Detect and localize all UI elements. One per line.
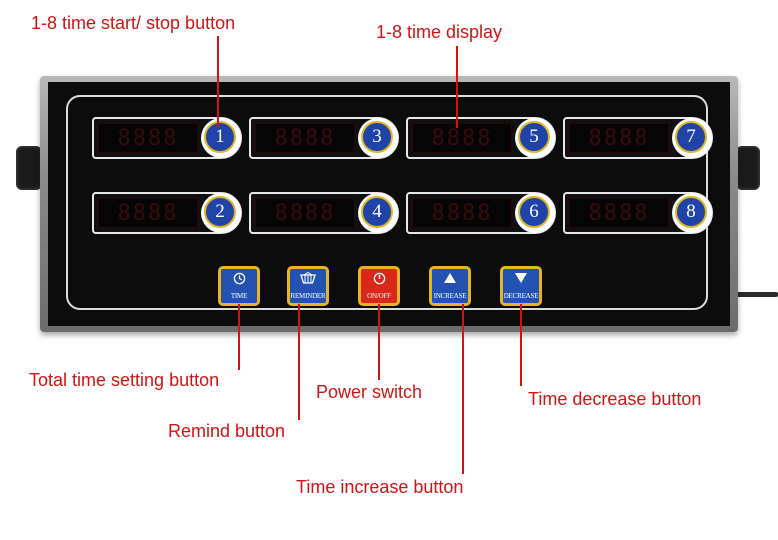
leader-line-remind xyxy=(298,304,300,420)
time-display-8: 8888 xyxy=(569,198,669,228)
clock-icon xyxy=(221,272,257,289)
onoff-button-label: ON/OFF xyxy=(367,292,391,300)
callout-total-time: Total time setting button xyxy=(29,370,220,390)
left-knob xyxy=(16,146,42,190)
time-display-7: 8888 xyxy=(569,123,669,153)
increase-button-label: INCREASE xyxy=(433,292,467,300)
start-stop-button-2[interactable]: 2 xyxy=(201,193,241,233)
leader-line-start-stop xyxy=(217,36,219,128)
reminder-button-label: REMINDER xyxy=(290,292,326,300)
timer-channel-5: 8888 5 xyxy=(406,117,556,159)
channel-number-6: 6 xyxy=(518,196,550,228)
start-stop-button-8[interactable]: 8 xyxy=(672,193,712,233)
basket-icon xyxy=(290,271,326,288)
timer-channel-4: 8888 4 xyxy=(249,192,399,234)
timer-channel-3: 8888 3 xyxy=(249,117,399,159)
right-knob xyxy=(736,146,760,190)
channel-number-8: 8 xyxy=(675,196,707,228)
decrease-button[interactable]: DECREASE xyxy=(500,266,542,306)
time-display-4: 8888 xyxy=(255,198,355,228)
onoff-button[interactable]: ON/OFF xyxy=(358,266,400,306)
time-display-6: 8888 xyxy=(412,198,512,228)
timer-channel-7: 8888 7 xyxy=(563,117,713,159)
time-button[interactable]: TIME xyxy=(218,266,260,306)
callout-remind: Remind button xyxy=(168,421,286,441)
decrease-button-label: DECREASE xyxy=(503,292,539,300)
triangle-down-icon xyxy=(503,272,539,288)
leader-line-decrease xyxy=(520,304,522,386)
leader-line-power xyxy=(378,304,380,380)
triangle-up-icon xyxy=(432,272,468,288)
leader-line-increase xyxy=(462,304,464,474)
time-display-3: 8888 xyxy=(255,123,355,153)
reminder-button[interactable]: REMINDER xyxy=(287,266,329,306)
power-icon xyxy=(361,272,397,289)
start-stop-button-4[interactable]: 4 xyxy=(358,193,398,233)
leader-line-total-time xyxy=(238,304,240,370)
start-stop-button-6[interactable]: 6 xyxy=(515,193,555,233)
timer-channel-8: 8888 8 xyxy=(563,192,713,234)
time-button-label: TIME xyxy=(230,292,248,300)
callout-power: Power switch xyxy=(316,382,423,402)
callout-decrease: Time decrease button xyxy=(528,389,702,409)
callout-start-stop: 1-8 time start/ stop button xyxy=(31,13,236,33)
channel-number-2: 2 xyxy=(204,196,236,228)
power-cable xyxy=(736,292,778,297)
start-stop-button-3[interactable]: 3 xyxy=(358,118,398,158)
time-display-2: 8888 xyxy=(98,198,198,228)
timer-channel-1: 8888 1 xyxy=(92,117,242,159)
time-display-1: 8888 xyxy=(98,123,198,153)
callout-increase: Time increase button xyxy=(296,477,464,497)
channel-number-4: 4 xyxy=(361,196,393,228)
callout-display: 1-8 time display xyxy=(376,22,503,42)
start-stop-button-1[interactable]: 1 xyxy=(201,118,241,158)
time-display-5: 8888 xyxy=(412,123,512,153)
start-stop-button-7[interactable]: 7 xyxy=(672,118,712,158)
channel-number-7: 7 xyxy=(675,121,707,153)
timer-channel-6: 8888 6 xyxy=(406,192,556,234)
channel-number-3: 3 xyxy=(361,121,393,153)
channel-number-5: 5 xyxy=(518,121,550,153)
increase-button[interactable]: INCREASE xyxy=(429,266,471,306)
start-stop-button-5[interactable]: 5 xyxy=(515,118,555,158)
timer-channel-2: 8888 2 xyxy=(92,192,242,234)
leader-line-display xyxy=(456,46,458,128)
channel-number-1: 1 xyxy=(204,121,236,153)
